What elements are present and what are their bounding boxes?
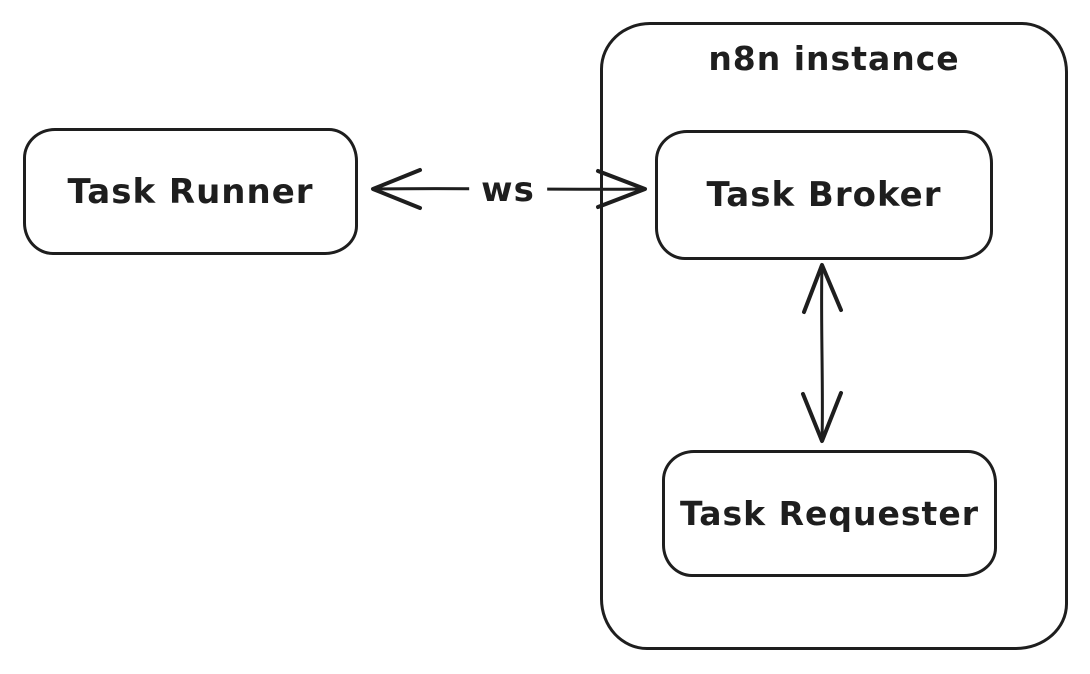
ws-edge-label: ws <box>469 170 547 210</box>
node-task-broker-label: Task Broker <box>706 175 942 215</box>
node-task-runner: Task Runner <box>23 128 358 255</box>
node-task-runner-label: Task Runner <box>67 171 314 212</box>
node-task-broker: Task Broker <box>655 130 993 260</box>
group-n8n-instance: n8n instance <box>600 22 1068 650</box>
node-task-requester: Task Requester <box>662 450 997 577</box>
group-n8n-instance-label: n8n instance <box>708 39 960 78</box>
node-task-requester-label: Task Requester <box>680 494 979 533</box>
